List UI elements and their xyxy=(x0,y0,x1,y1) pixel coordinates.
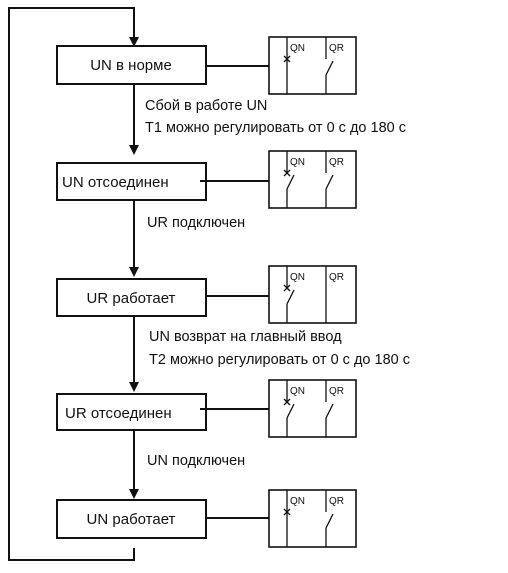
transition-4: UN подключен xyxy=(147,453,245,469)
state-box xyxy=(56,499,207,539)
qr-switch-icon xyxy=(325,37,334,94)
qn-switch-icon xyxy=(283,380,295,437)
switch-panel: QN QR xyxy=(268,36,357,95)
state-label: UR работает xyxy=(87,290,176,307)
qn-switch-icon xyxy=(283,37,291,94)
state-label: UN работает xyxy=(87,511,176,528)
transition-3: UN возврат на главный ввод T2 можно регу… xyxy=(149,329,410,368)
qr-label: QR xyxy=(329,272,344,283)
state-1: UN в норме xyxy=(56,45,207,85)
transition-2: UR подключен xyxy=(147,215,245,231)
transition-line: Сбой в работе UN xyxy=(145,98,267,114)
panel-frame xyxy=(268,36,357,95)
qr-switch-icon xyxy=(325,380,334,437)
qr-switch-icon xyxy=(325,490,334,547)
qn-label: QN xyxy=(290,386,305,397)
panel-frame xyxy=(268,379,357,438)
state-box xyxy=(56,278,207,317)
qr-label: QR xyxy=(329,157,344,168)
panel-frame xyxy=(268,489,357,548)
transition-line: UN возврат на главный ввод xyxy=(149,329,342,345)
state-box xyxy=(56,393,207,431)
qn-switch-icon xyxy=(283,151,295,208)
state-5: UN работает xyxy=(56,499,207,539)
state-3: UR работает xyxy=(56,278,207,317)
state-4: UR отсоединен xyxy=(56,393,207,431)
panel-connectors xyxy=(200,65,269,519)
qr-label: QR xyxy=(329,43,344,54)
qn-label: QN xyxy=(290,43,305,54)
qn-label: QN xyxy=(290,272,305,283)
state-label: UN в норме xyxy=(90,57,172,74)
switch-panel: QN QR xyxy=(268,379,357,438)
state-2: UN отсоединен xyxy=(56,162,207,201)
qn-label: QN xyxy=(290,496,305,507)
qr-switch-icon xyxy=(325,151,334,208)
qn-switch-icon xyxy=(283,490,291,547)
transition-1: Сбой в работе UN T1 можно регулировать о… xyxy=(145,98,406,136)
qr-label: QR xyxy=(329,386,344,397)
state-label: UR отсоединен xyxy=(65,405,172,422)
transition-line: UR подключен xyxy=(147,215,245,231)
qr-label: QR xyxy=(329,496,344,507)
transition-line: T1 можно регулировать от 0 с до 180 с xyxy=(145,120,406,136)
panel-frame xyxy=(268,150,357,209)
switch-panel: QN QR xyxy=(268,265,357,324)
switch-panels: QN QR QN QR QN QR QN QR QN QR xyxy=(268,36,357,548)
qn-label: QN xyxy=(290,157,305,168)
return-loop xyxy=(8,7,139,561)
transition-line: UN подключен xyxy=(147,453,245,469)
state-label: UN отсоединен xyxy=(62,174,169,191)
switch-panel: QN QR xyxy=(268,489,357,548)
switch-panel: QN QR xyxy=(268,150,357,209)
panel-frame xyxy=(268,265,357,324)
qn-switch-icon xyxy=(283,266,295,323)
transition-line: T2 можно регулировать от 0 с до 180 с xyxy=(149,352,410,368)
